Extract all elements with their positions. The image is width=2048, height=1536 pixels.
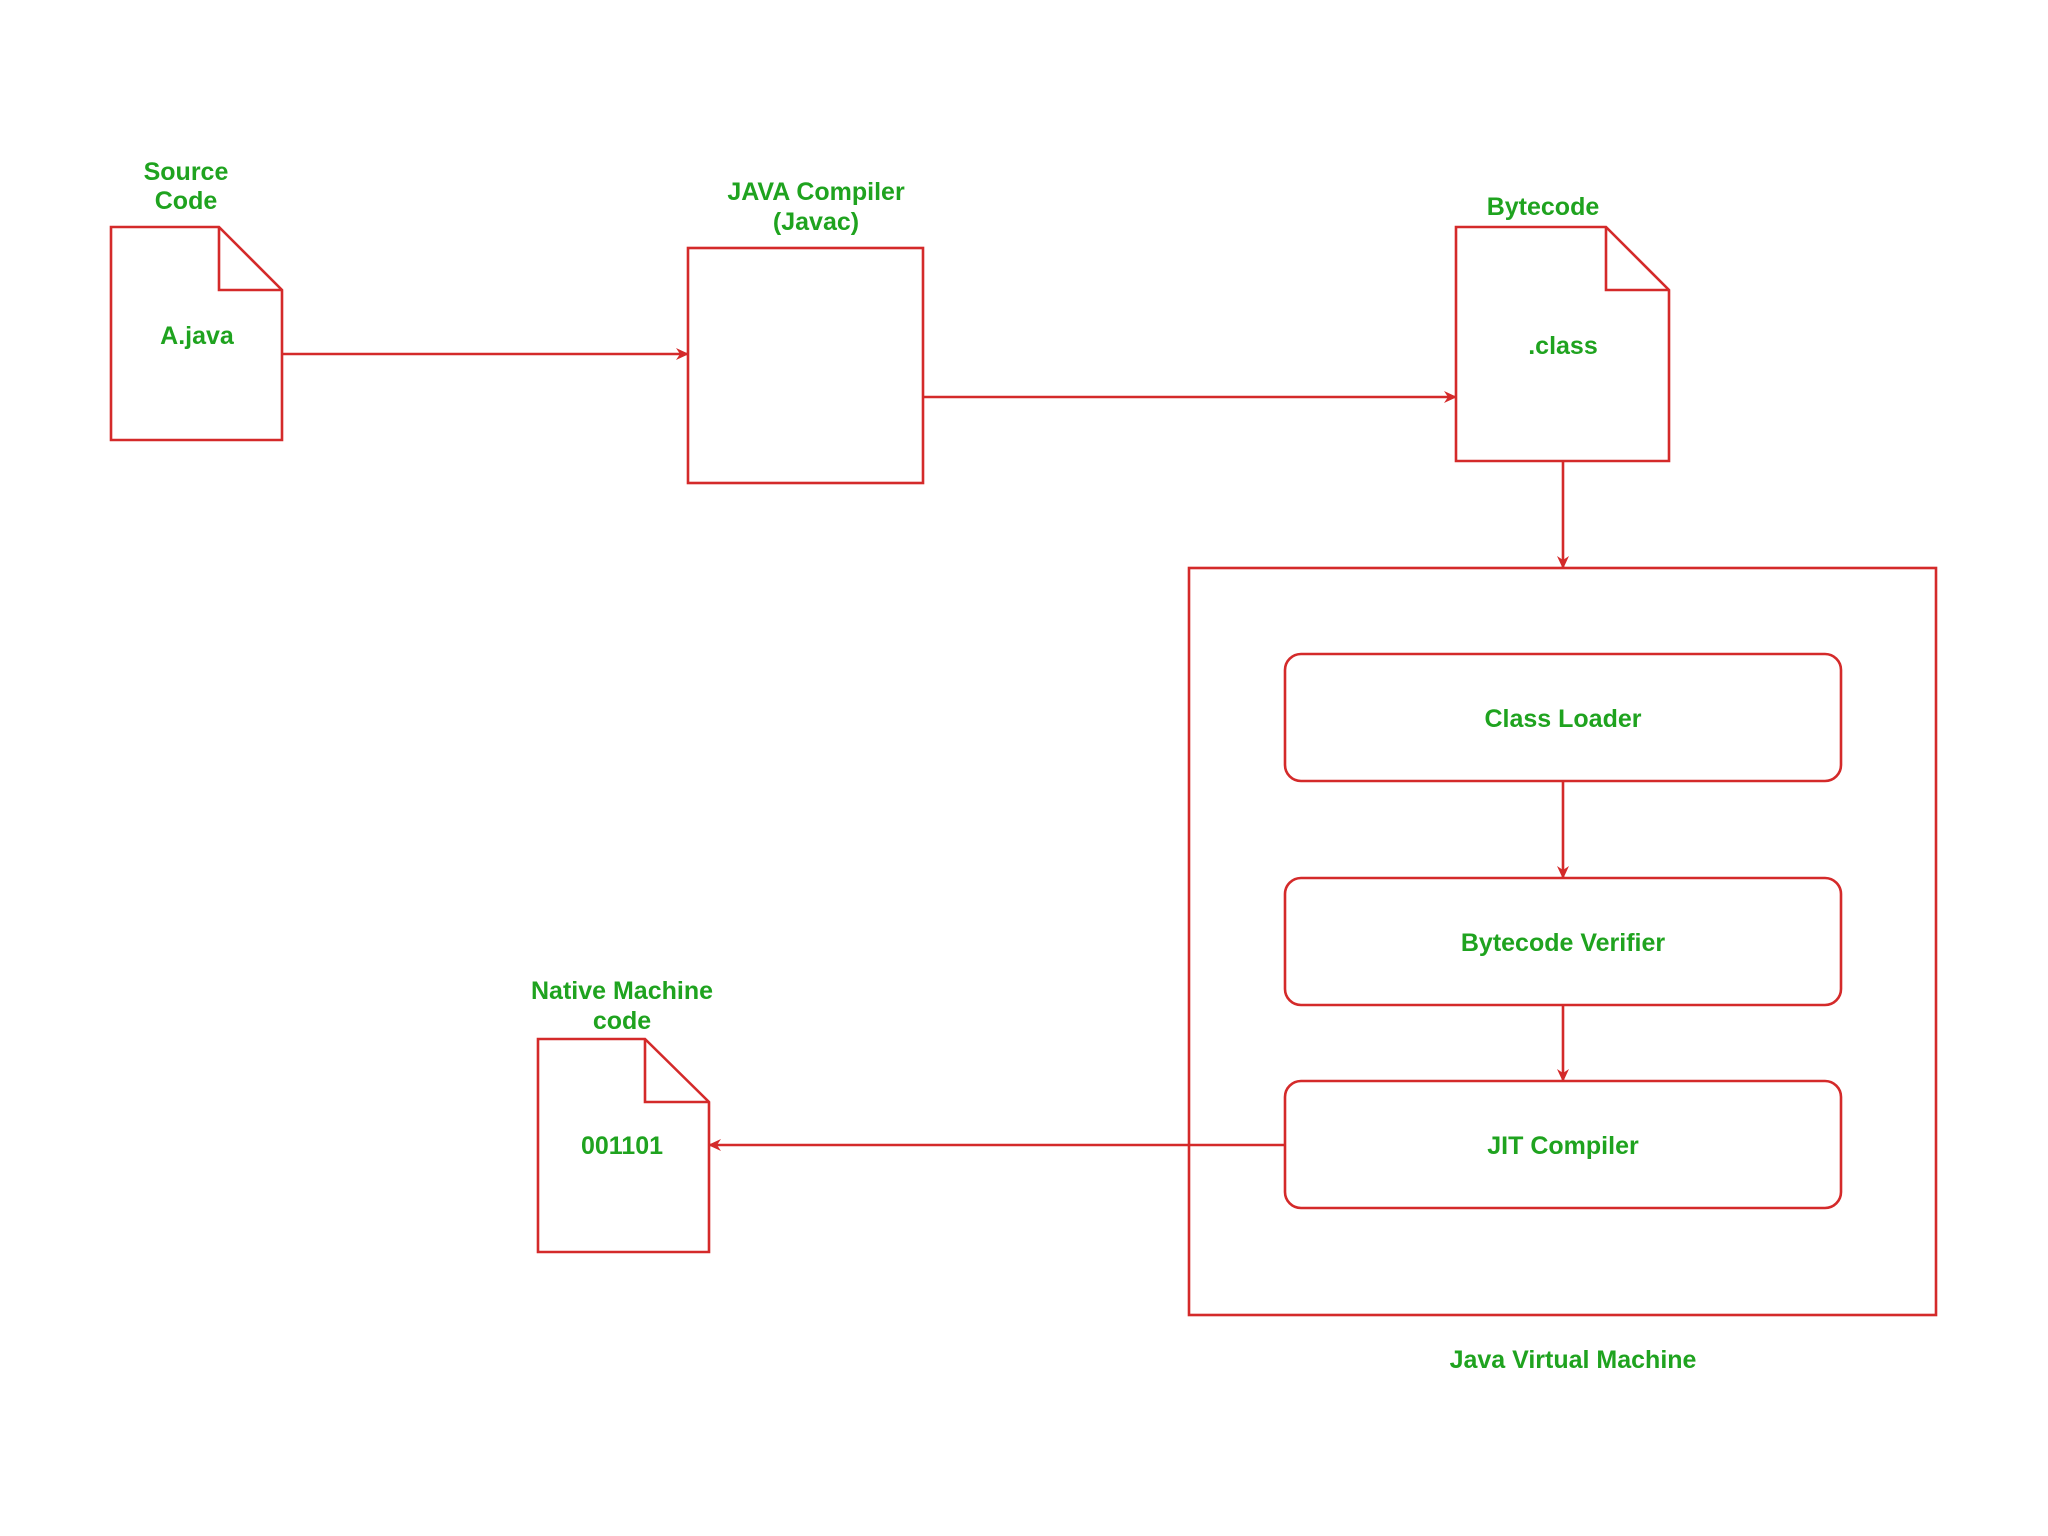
source-document-fold bbox=[217, 227, 282, 292]
bytecode-document-shape bbox=[1454, 225, 1671, 463]
native-file-label: 001101 bbox=[581, 1132, 663, 1160]
compiler-caption-line1: JAVA Compiler bbox=[727, 178, 905, 206]
native-caption-line1: Native Machine bbox=[531, 977, 713, 1005]
bytecode-caption: Bytecode bbox=[1487, 193, 1600, 221]
jit-compiler-label: JIT Compiler bbox=[1487, 1132, 1639, 1160]
source-caption-line2: Code bbox=[155, 187, 218, 215]
bytecode-file-label: .class bbox=[1528, 332, 1598, 360]
source-document-shape bbox=[109, 225, 284, 442]
native-document-fold bbox=[643, 1039, 709, 1104]
bytecode-document-fold bbox=[1604, 227, 1669, 292]
source-file-label: A.java bbox=[160, 322, 235, 350]
compiler-caption-line2: (Javac) bbox=[773, 208, 859, 236]
native-caption-line2: code bbox=[593, 1007, 651, 1035]
native-document-shape bbox=[536, 1037, 711, 1254]
compiler-box bbox=[686, 246, 925, 485]
jvm-caption: Java Virtual Machine bbox=[1450, 1346, 1697, 1374]
class-loader-label: Class Loader bbox=[1484, 705, 1641, 733]
bytecode-verifier-label: Bytecode Verifier bbox=[1461, 929, 1666, 957]
source-caption-line1: Source bbox=[144, 158, 229, 186]
